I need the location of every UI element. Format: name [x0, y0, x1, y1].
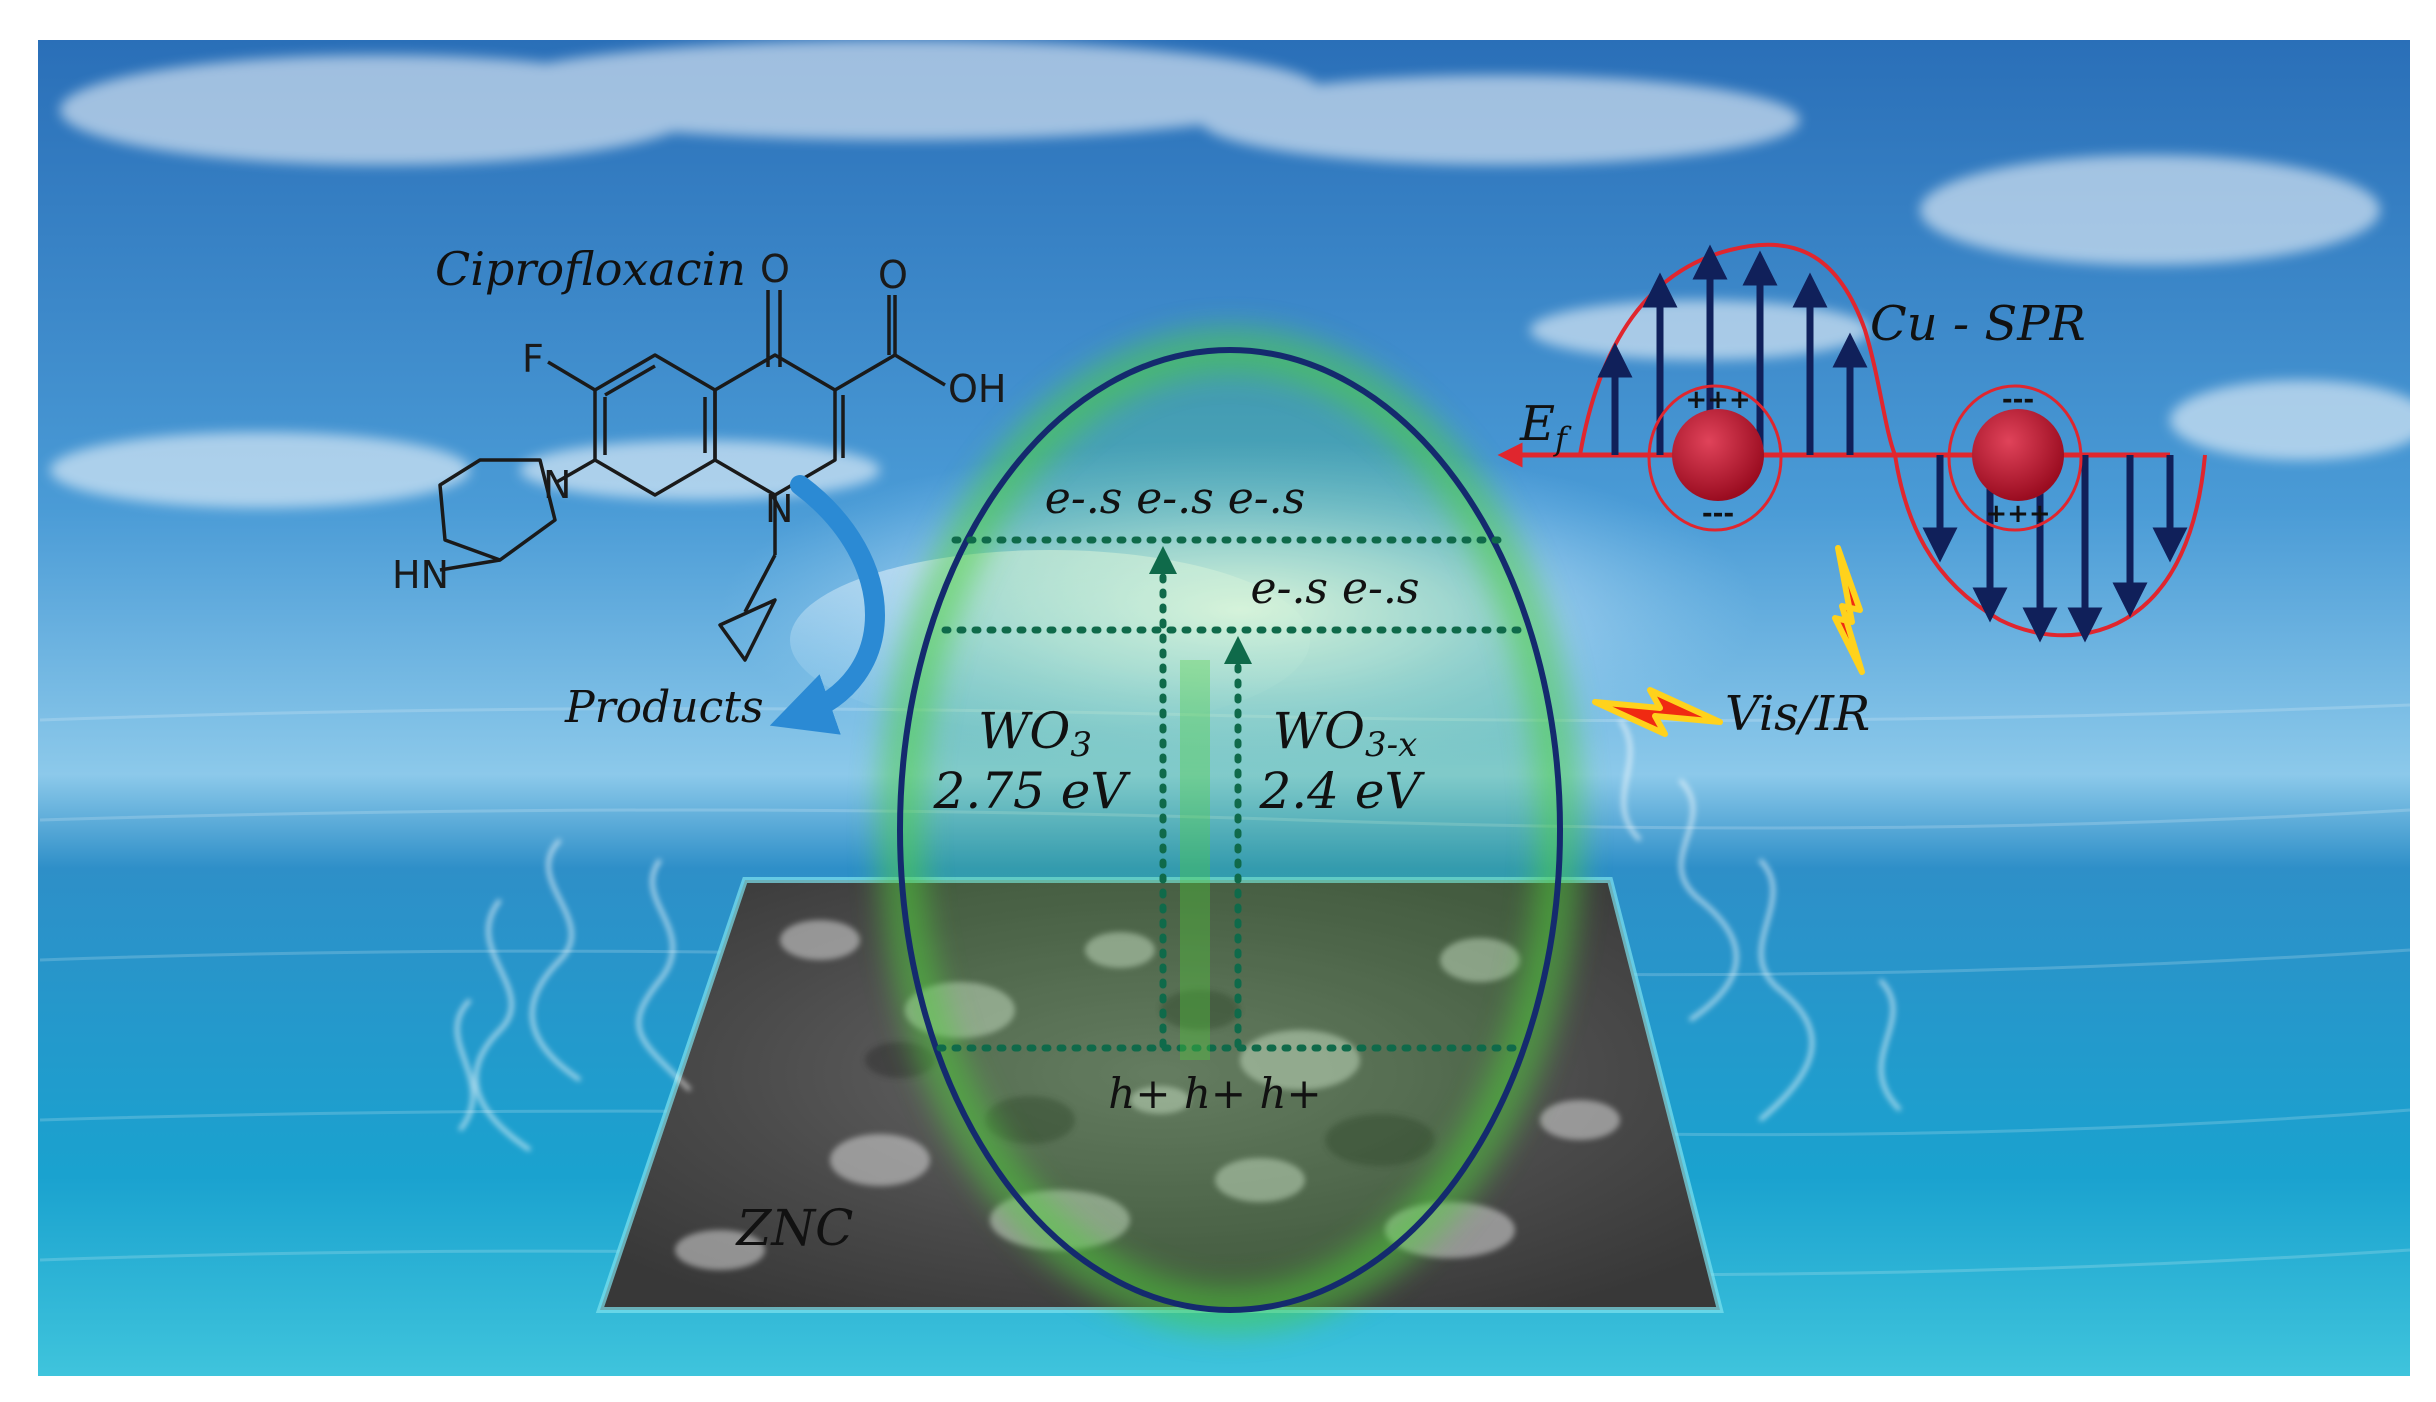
fermi-level-main: E — [1519, 396, 1555, 452]
ciprofloxacin-label: Ciprofloxacin — [435, 242, 746, 296]
atom-acid-oxygen: O — [878, 253, 908, 297]
degradation-arrow — [769, 475, 885, 735]
atom-keto-oxygen: O — [760, 247, 790, 291]
band-diagram: e-.s e-.s e-.s e-.s e-.s h+ h+ h+ WO3 2.… — [877, 327, 1583, 1333]
electrons-mid-label: e-.s e-.s — [1251, 563, 1420, 614]
wo3-main: WO — [978, 702, 1070, 760]
znc-label: ZNC — [735, 1199, 854, 1257]
smoke-wisps — [455, 718, 1902, 1152]
vis-ir-label: Vis/IR — [1725, 686, 1870, 742]
atom-fluorine: F — [522, 337, 544, 381]
atom-ring-nitrogen: N — [765, 487, 793, 531]
ciprofloxacin-molecule — [438, 290, 946, 662]
atom-piperazine-nitrogen: N — [543, 463, 571, 507]
particle-right-plus: +++ — [1985, 499, 2050, 529]
holes-label: h+ h+ h+ — [1108, 1069, 1321, 1118]
cu-particle-left: +++ --- — [1647, 384, 1783, 532]
particle-left-minus: --- — [1702, 499, 1734, 529]
wo3-subscript: 3 — [1070, 725, 1092, 765]
band-ellipse — [897, 347, 1563, 1313]
particle-right-minus: --- — [2002, 385, 2034, 415]
cu-spr-schematic: +++ --- --- +++ Cu - SPR Ef — [1497, 242, 2207, 643]
atom-hydroxyl: OH — [948, 367, 1006, 411]
light-irradiation: Vis/IR — [1592, 545, 1870, 742]
wo3-x-band-gap: 2.4 eV — [1258, 762, 1425, 820]
wo3-band-gap: 2.75 eV — [933, 762, 1132, 820]
lightning-bolt-icon — [1832, 545, 1865, 675]
particle-left-plus: +++ — [1685, 385, 1750, 415]
wo3-x-label: WO3-x — [1273, 702, 1418, 765]
electrons-top-label: e-.s e-.s e-.s — [1045, 473, 1305, 524]
wo3-x-subscript: 3-x — [1365, 725, 1417, 765]
cu-spr-label: Cu - SPR — [1870, 296, 2086, 352]
wo3-x-main: WO — [1273, 702, 1365, 760]
wo3-label: WO3 — [978, 702, 1092, 765]
molecule-atom-labels: F O O OH N N HN — [392, 247, 1006, 597]
lightning-bolt-icon — [1592, 687, 1723, 737]
products-label: Products — [564, 682, 764, 733]
atom-amine: HN — [392, 553, 449, 597]
cu-particle-right: --- +++ — [1947, 384, 2083, 532]
